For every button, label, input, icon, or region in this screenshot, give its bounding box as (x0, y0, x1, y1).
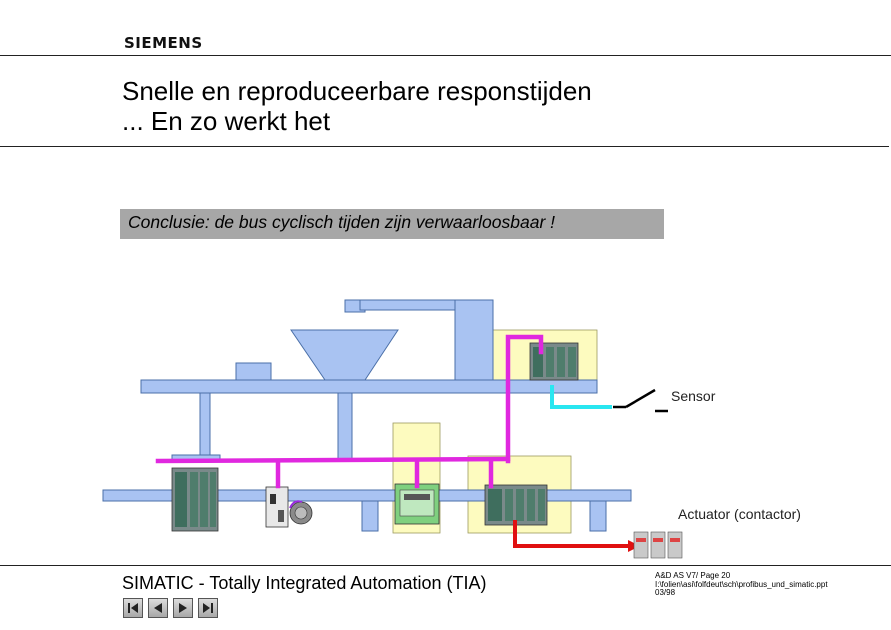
table-top (140, 379, 598, 394)
slide-title-line1: Snelle en reproduceerbare responstijden (122, 76, 592, 106)
next-icon (179, 603, 187, 613)
plc-rack-right (484, 484, 548, 526)
footer-meta-line3: 03/98 (655, 588, 676, 597)
skip-first-icon (128, 603, 138, 613)
sensor-link (550, 385, 612, 409)
footer-meta-line2: I:\folien\asi\folfdeut\sch\profibus_und_… (655, 579, 828, 589)
drive-unit (265, 486, 313, 528)
footer-meta-line1: A&D AS V7/ Page 20 (655, 571, 731, 580)
nav-next-button[interactable] (173, 598, 193, 618)
sensor-switch (613, 388, 668, 413)
header-rule (0, 55, 891, 56)
crane-tower (454, 299, 494, 381)
slide-title-line2: ... En zo werkt het (122, 106, 331, 136)
title-rule (0, 146, 889, 147)
nav-first-button[interactable] (123, 598, 143, 618)
conclusion-banner: Conclusie: de bus cyclisch tijden zijn v… (120, 209, 664, 239)
hmi-panel-device (394, 483, 440, 525)
nav-previous-button[interactable] (148, 598, 168, 618)
siemens-logo: SIEMENS (124, 34, 203, 52)
skip-last-icon (203, 603, 213, 613)
actuator-label: Actuator (contactor) (678, 506, 801, 522)
table-leg-left (199, 392, 211, 456)
plc-rack-left (171, 467, 219, 532)
contactor-icon (633, 531, 683, 559)
sensor-label: Sensor (671, 388, 716, 404)
crane-arm (359, 299, 461, 311)
plc-rack-top (529, 342, 579, 381)
previous-icon (154, 603, 162, 613)
nav-last-button[interactable] (198, 598, 218, 618)
small-box (235, 362, 272, 382)
actuator-link (513, 520, 628, 548)
footer-rule (0, 565, 891, 566)
hopper (290, 329, 399, 381)
footer-title: SIMATIC - Totally Integrated Automation … (122, 573, 487, 593)
conveyor-leg-1 (361, 500, 379, 532)
automation-diagram (102, 299, 683, 559)
profibus-lines (155, 334, 544, 489)
slide-title: Snelle en reproduceerbare responstijden … (122, 76, 592, 136)
footer-meta: A&D AS V7/ Page 20 I:\folien\asi\folfdeu… (655, 571, 828, 598)
conveyor-leg-2 (589, 500, 607, 532)
table-leg-mid (337, 392, 353, 462)
